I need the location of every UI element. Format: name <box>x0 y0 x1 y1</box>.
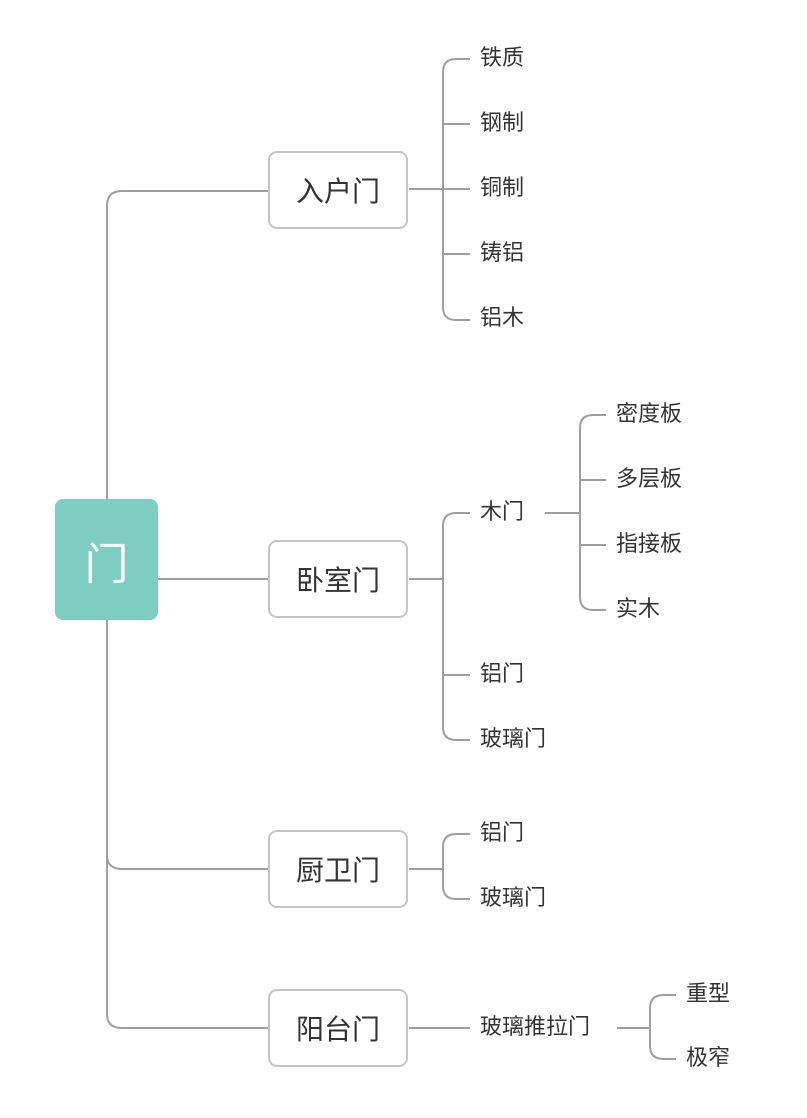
branch-node-kitchen-bath-door[interactable]: 厨卫门 <box>268 830 408 908</box>
connector-root-to-kitchen-bath-door <box>106 620 268 870</box>
branch-label: 入户门 <box>295 175 380 208</box>
branch-node-bedroom-door[interactable]: 卧室门 <box>268 540 408 618</box>
connector-root-to-balcony-door <box>106 855 268 1029</box>
branch-label: 阳台门 <box>295 1013 380 1046</box>
connector-sliding-door-children <box>617 994 676 1060</box>
leaf-node[interactable]: 铸铝 <box>480 241 525 266</box>
leaf-node[interactable]: 重型 <box>686 982 731 1007</box>
leaf-node[interactable]: 铝门 <box>480 821 525 846</box>
leaf-node[interactable]: 铝木 <box>480 306 525 331</box>
leaf-node[interactable]: 铝门 <box>480 662 525 687</box>
connector-wood-door-children <box>545 414 606 611</box>
root-node[interactable]: 门 <box>55 499 158 620</box>
connector-kitchen-bath-door-children <box>409 833 470 900</box>
leaf-node[interactable]: 玻璃门 <box>480 886 547 911</box>
leaf-node[interactable]: 钢制 <box>480 111 525 136</box>
branch-label: 卧室门 <box>295 564 380 597</box>
leaf-node[interactable]: 指接板 <box>616 532 683 557</box>
sub-node-wood-door[interactable]: 木门 <box>480 500 525 525</box>
leaf-node[interactable]: 多层板 <box>616 467 683 492</box>
connector-bedroom-door-children <box>409 512 470 741</box>
leaf-node[interactable]: 铁质 <box>480 46 525 71</box>
sub-node-sliding-glass-door[interactable]: 玻璃推拉门 <box>480 1015 591 1040</box>
leaf-node[interactable]: 极窄 <box>686 1046 731 1071</box>
leaf-node[interactable]: 铜制 <box>480 176 525 201</box>
connector-entry-door-children <box>409 58 470 321</box>
leaf-node[interactable]: 密度板 <box>616 402 683 427</box>
leaf-node[interactable]: 玻璃门 <box>480 727 547 752</box>
connector-root-to-entry-door <box>106 190 268 499</box>
leaf-node[interactable]: 实木 <box>616 597 661 622</box>
root-node-label: 门 <box>84 538 129 590</box>
branch-label: 厨卫门 <box>295 854 380 887</box>
branch-node-balcony-door[interactable]: 阳台门 <box>268 989 408 1067</box>
branch-node-entry-door[interactable]: 入户门 <box>268 151 408 229</box>
